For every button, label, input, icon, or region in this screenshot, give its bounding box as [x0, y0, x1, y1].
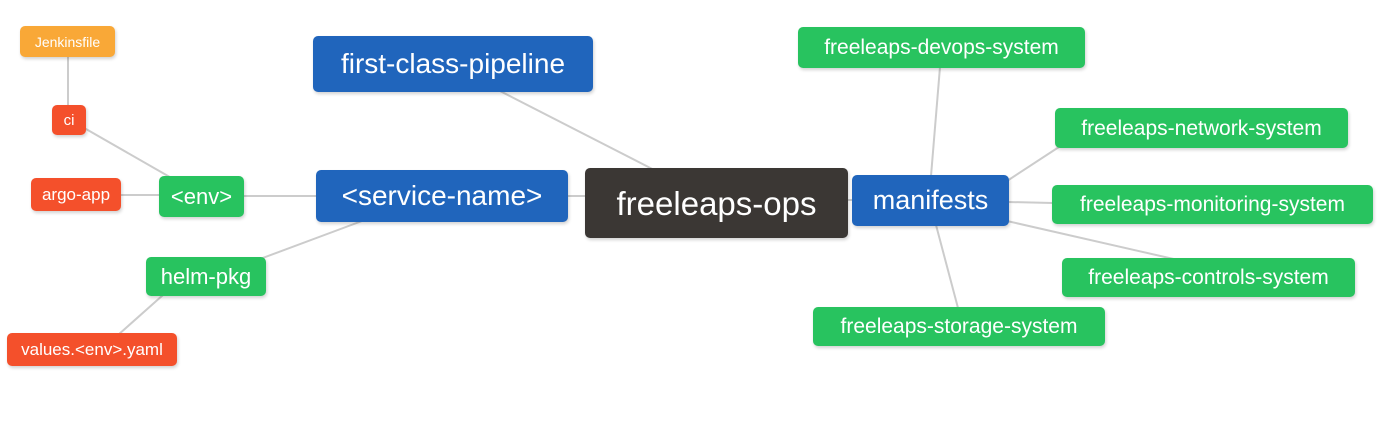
node-label: freeleaps-controls-system: [1088, 266, 1329, 289]
node-label: <service-name>: [341, 180, 543, 211]
node-label: Jenkinsfile: [34, 33, 101, 50]
edge-service-name--helm-pkg: [259, 220, 363, 260]
node-label: manifests: [872, 185, 989, 215]
node-label: argo-app: [41, 185, 111, 204]
node-service-name[interactable]: <service-name>: [316, 170, 568, 222]
node-freeleaps-storage-system[interactable]: freeleaps-storage-system: [813, 307, 1105, 346]
node-helm-pkg[interactable]: helm-pkg: [146, 257, 266, 296]
node-freeleaps-monitoring-system[interactable]: freeleaps-monitoring-system: [1052, 185, 1373, 224]
node-label: freeleaps-storage-system: [840, 315, 1078, 338]
node-ci[interactable]: ci: [52, 105, 86, 135]
node-values-env-yaml[interactable]: values.<env>.yaml: [7, 333, 177, 366]
node-jenkinsfile[interactable]: Jenkinsfile: [20, 26, 115, 57]
edge-manifests--freeleaps-controls-system: [1006, 220, 1201, 266]
edge-manifests--freeleaps-network-system: [1006, 144, 1063, 182]
node-label: freeleaps-devops-system: [824, 36, 1059, 59]
node-label: freeleaps-ops: [616, 184, 817, 222]
node-label: freeleaps-network-system: [1081, 116, 1322, 140]
edge-helm-pkg--values-env-yaml: [117, 294, 164, 336]
node-first-class-pipeline[interactable]: first-class-pipeline: [313, 36, 593, 92]
edge-ci--env: [85, 128, 176, 181]
node-argo-app[interactable]: argo-app: [31, 178, 121, 211]
node-freeleaps-network-system[interactable]: freeleaps-network-system: [1055, 108, 1348, 148]
node-env[interactable]: <env>: [159, 176, 244, 217]
node-freeleaps-devops-system[interactable]: freeleaps-devops-system: [798, 27, 1085, 68]
node-label: freeleaps-monitoring-system: [1080, 193, 1345, 216]
edge-first-class-pipeline--freeleaps-ops: [499, 90, 663, 175]
node-freeleaps-ops[interactable]: freeleaps-ops: [585, 168, 848, 238]
edge-manifests--freeleaps-monitoring-system: [1007, 201, 1054, 204]
node-label: helm-pkg: [160, 263, 252, 289]
edge-manifests--freeleaps-storage-system: [935, 224, 959, 309]
node-label: first-class-pipeline: [340, 48, 566, 79]
node-label: ci: [63, 111, 75, 129]
node-label: <env>: [170, 183, 233, 209]
node-freeleaps-controls-system[interactable]: freeleaps-controls-system: [1062, 258, 1355, 297]
edge-manifests--freeleaps-devops-system: [930, 66, 941, 177]
node-label: values.<env>.yaml: [21, 340, 163, 359]
node-manifests[interactable]: manifests: [852, 175, 1009, 226]
